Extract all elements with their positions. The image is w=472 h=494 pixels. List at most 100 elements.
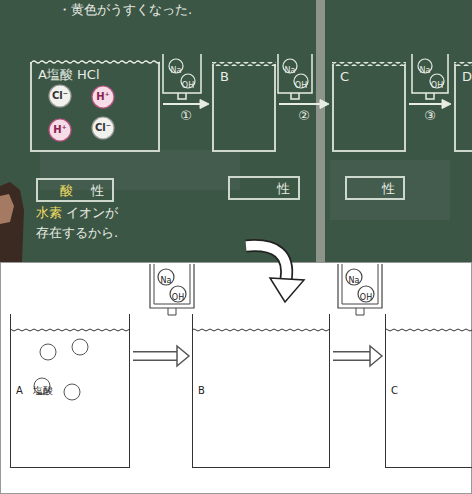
arrow-shaft bbox=[163, 103, 200, 105]
circle-outline bbox=[158, 269, 174, 285]
ion-symbol: Cl⁻ bbox=[95, 122, 111, 134]
hollow-arrow bbox=[333, 346, 382, 366]
chloride-ion: Cl⁻ bbox=[48, 84, 72, 108]
chalk-arrow bbox=[409, 100, 451, 109]
ion-symbol: Na bbox=[171, 66, 182, 75]
arrow-head bbox=[200, 100, 209, 109]
dropper-ion: Na bbox=[157, 268, 175, 286]
answer-box: 酸性 bbox=[36, 178, 114, 202]
beaker: C bbox=[385, 314, 472, 468]
node-text: C bbox=[340, 70, 349, 85]
dropper bbox=[150, 264, 194, 308]
ion-symbol: Na bbox=[161, 276, 172, 285]
ion-blank bbox=[64, 384, 80, 400]
beaker: B bbox=[192, 314, 330, 468]
ion-blank bbox=[40, 344, 56, 360]
answer-box: 性 bbox=[228, 176, 300, 200]
arrow-head bbox=[177, 346, 189, 366]
arrow-shaft bbox=[333, 351, 370, 361]
circle-outline bbox=[92, 86, 114, 108]
dropper-ion: OH bbox=[293, 73, 309, 89]
ion-symbol: Na bbox=[349, 276, 360, 285]
node-text: B bbox=[198, 385, 205, 397]
ion-symbol: OH bbox=[182, 81, 194, 90]
dropper-ion: OH bbox=[357, 285, 375, 303]
chalk-arrow bbox=[279, 100, 329, 109]
dropper-tip bbox=[356, 308, 364, 315]
dropper bbox=[278, 54, 312, 93]
arrow-shaft bbox=[133, 351, 177, 361]
hydrogen-ion: H⁺ bbox=[48, 118, 72, 142]
node-text: 塩酸 bbox=[33, 385, 53, 397]
dropper-tip bbox=[291, 93, 299, 99]
ion-blank bbox=[72, 339, 88, 355]
beaker: A 塩酸 bbox=[10, 314, 130, 468]
ion-symbol: OH bbox=[172, 293, 184, 302]
arrow-shaft bbox=[133, 353, 177, 360]
node-text: C bbox=[391, 385, 398, 397]
ion-symbol: Na bbox=[285, 66, 296, 75]
water-line bbox=[212, 62, 276, 66]
arrow-shaft bbox=[333, 353, 370, 360]
water-line bbox=[10, 328, 130, 332]
arrow-head bbox=[442, 100, 451, 109]
circle-outline bbox=[49, 119, 71, 141]
arrow-head bbox=[320, 100, 329, 109]
node-text: 性 bbox=[91, 184, 104, 199]
circle-outline bbox=[49, 85, 71, 107]
teacher-figure bbox=[0, 182, 24, 262]
node-text: D bbox=[462, 70, 472, 85]
chalk-note: 水素 bbox=[36, 206, 62, 221]
worksheet bbox=[1, 263, 472, 494]
hollow-arrow bbox=[133, 346, 189, 366]
dropper-tip bbox=[168, 308, 176, 315]
dropper bbox=[412, 54, 448, 93]
dropper-tip bbox=[178, 93, 186, 99]
node-text: 酸 bbox=[60, 184, 73, 199]
answer-box: 性 bbox=[345, 176, 405, 200]
ion-symbol: H⁺ bbox=[96, 91, 110, 103]
ion-symbol: Na bbox=[420, 66, 431, 75]
water-line bbox=[385, 328, 472, 332]
dropper-ion: Na bbox=[345, 268, 363, 286]
ion-symbol: OH bbox=[360, 293, 372, 302]
ion-symbol: Cl⁻ bbox=[52, 90, 68, 102]
arrow-head bbox=[370, 346, 382, 366]
water-line bbox=[454, 62, 472, 66]
dropper-ion: Na bbox=[417, 58, 433, 74]
dropper-ion: OH bbox=[429, 73, 445, 89]
chloride-ion: Cl⁻ bbox=[91, 116, 115, 140]
node-text: A塩酸 HCl bbox=[38, 68, 100, 83]
step-number: ② bbox=[298, 109, 310, 124]
board-frame bbox=[316, 0, 325, 262]
chalk-note: 存在するから. bbox=[36, 226, 118, 241]
arrow-shaft bbox=[279, 103, 320, 105]
arrow-shaft bbox=[409, 103, 442, 105]
step-number: ① bbox=[180, 109, 192, 124]
node-text: A bbox=[16, 385, 23, 397]
step-number: ③ bbox=[424, 109, 436, 124]
dropper-ion: OH bbox=[180, 73, 196, 89]
ion-symbol: H⁺ bbox=[53, 124, 67, 136]
ion-symbol: OH bbox=[295, 81, 307, 90]
circle-outline bbox=[170, 286, 186, 302]
dropper-tip bbox=[426, 93, 434, 99]
circle-outline bbox=[346, 269, 362, 285]
dropper-ion: Na bbox=[168, 58, 184, 74]
node-text: B bbox=[220, 70, 229, 85]
dropper-ion: Na bbox=[282, 58, 298, 74]
node-text: 性 bbox=[277, 182, 290, 197]
hydrogen-ion: H⁺ bbox=[91, 85, 115, 109]
chalk-arrow bbox=[163, 100, 209, 109]
node-text: 性 bbox=[382, 182, 395, 197]
chalk-note: ・黄色がうすくなった. bbox=[58, 3, 192, 18]
chalkboard bbox=[0, 0, 472, 262]
dropper bbox=[163, 54, 201, 93]
water-line bbox=[332, 62, 406, 66]
ion-symbol: OH bbox=[431, 81, 443, 90]
beaker: B bbox=[212, 64, 276, 152]
dropper bbox=[338, 264, 382, 308]
circle-outline bbox=[92, 117, 114, 139]
